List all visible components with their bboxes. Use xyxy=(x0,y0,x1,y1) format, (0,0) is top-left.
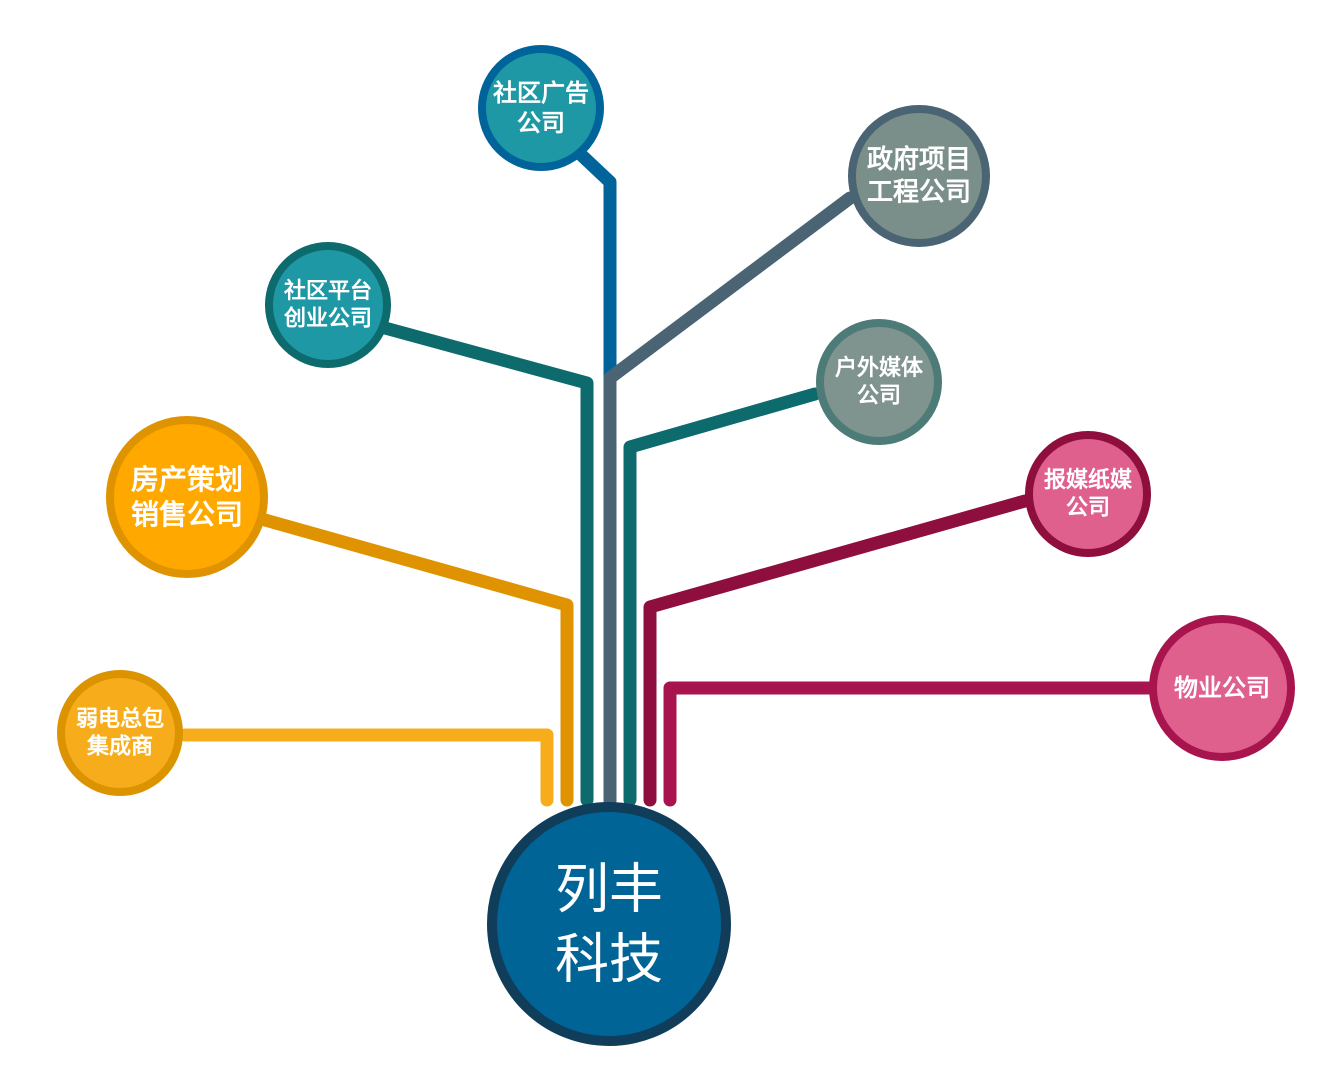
branch-lines xyxy=(178,143,1155,807)
node-circle xyxy=(1025,431,1151,557)
node-label: 公司 xyxy=(857,383,901,408)
hub-label: 列丰 xyxy=(555,857,663,920)
node-label: 集成商 xyxy=(86,733,153,759)
branch-gov-project xyxy=(603,191,857,807)
node-label: 公司 xyxy=(1066,495,1110,520)
node-label: 弱电总包 xyxy=(76,706,164,732)
node-label: 报媒纸媒 xyxy=(1044,467,1133,493)
node-label: 物业公司 xyxy=(1174,674,1270,702)
hub-label: 科技 xyxy=(555,928,663,991)
node-label: 户外媒体 xyxy=(835,355,924,381)
node-circle xyxy=(848,105,990,247)
company-nodes: 社区广告公司政府项目工程公司社区平台创业公司户外媒体公司房产策划销售公司报媒纸媒… xyxy=(57,45,1295,796)
node-circle xyxy=(265,242,391,368)
node-circle xyxy=(106,416,268,578)
branch-real-estate xyxy=(258,513,574,807)
node-label: 房产策划 xyxy=(131,463,243,496)
branch-property xyxy=(663,681,1155,807)
node-circle xyxy=(816,319,942,445)
branch-community-platform xyxy=(378,321,594,807)
node-circle xyxy=(478,45,604,171)
node-label: 政府项目 xyxy=(867,144,971,175)
node-property: 物业公司 xyxy=(1149,615,1295,761)
node-label: 社区广告 xyxy=(493,79,589,107)
node-label: 工程公司 xyxy=(867,177,971,207)
node-circle xyxy=(57,670,183,796)
node-label: 创业公司 xyxy=(283,306,372,331)
branch-outdoor-media xyxy=(623,387,822,807)
node-label: 销售公司 xyxy=(131,498,243,531)
hub-circle xyxy=(487,802,731,1046)
node-label: 公司 xyxy=(517,109,565,137)
branch-newspaper-media xyxy=(643,494,1032,807)
node-circle xyxy=(1149,615,1295,761)
branch-weak-current xyxy=(178,728,554,807)
node-label: 社区平台 xyxy=(284,278,372,304)
